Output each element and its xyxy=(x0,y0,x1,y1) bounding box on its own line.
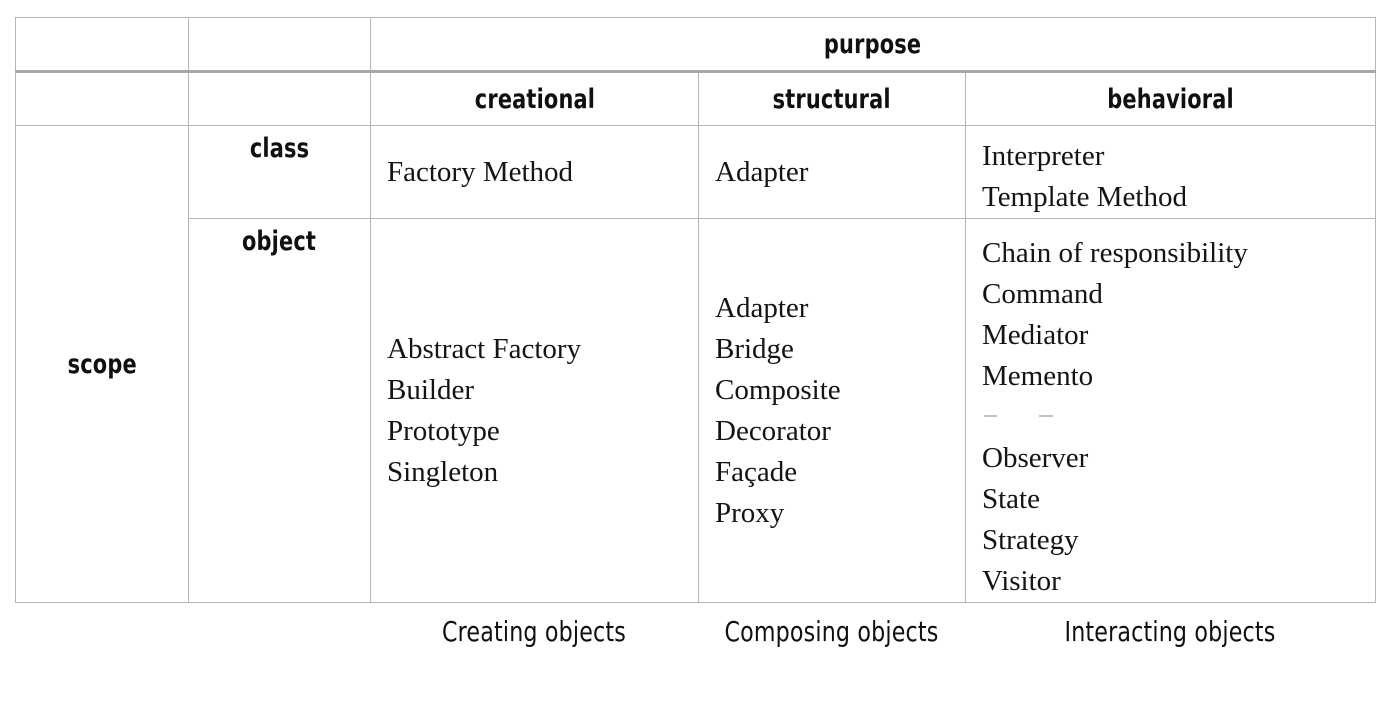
corner-cell-blank-4 xyxy=(188,71,371,126)
cell-class-behavioral: Interpreter Template Method xyxy=(965,125,1376,219)
gof-pattern-table: purpose creational structural xyxy=(15,17,1376,603)
pattern-list-class-behavioral: Interpreter Template Method xyxy=(966,136,1375,218)
pattern-list-class-creational: Factory Method xyxy=(371,152,698,193)
list-item: Decorator xyxy=(715,414,831,447)
column-header-behavioral-label: behavioral xyxy=(1107,83,1234,115)
cell-class-structural: Adapter xyxy=(698,125,966,219)
erased-line-artifact-b xyxy=(1039,415,1053,417)
row-header-object: object xyxy=(188,218,371,603)
row-header-class-label: class xyxy=(249,133,310,164)
pattern-list-object-structural: Adapter Bridge Composite Decorator Façad… xyxy=(699,288,965,534)
list-item: State xyxy=(982,483,1040,515)
list-item: Visitor xyxy=(982,565,1061,597)
column-captions-row: Creating objects Composing objects Inter… xyxy=(15,610,1375,650)
list-item: Prototype xyxy=(387,414,500,447)
list-item: Builder xyxy=(387,373,474,406)
list-item: Strategy xyxy=(982,524,1079,556)
list-item: Chain of responsibility xyxy=(982,237,1248,269)
cell-object-structural: Adapter Bridge Composite Decorator Façad… xyxy=(698,218,966,603)
pattern-list-class-structural: Adapter xyxy=(699,152,965,193)
table-row-purpose-headers: creational structural behavioral xyxy=(15,71,1376,126)
table-row-purpose-banner: purpose xyxy=(15,17,1376,73)
caption-creational: Creating objects xyxy=(370,610,698,650)
column-header-creational-label: creational xyxy=(474,83,595,115)
list-item: Memento xyxy=(982,360,1094,392)
corner-cell-blank-3 xyxy=(15,71,189,126)
list-item: Abstract Factory xyxy=(387,332,582,365)
list-item: Proxy xyxy=(715,496,785,529)
corner-cell-blank-2 xyxy=(188,17,371,73)
table-row-class: scope class Factory Method xyxy=(15,125,1376,603)
column-header-structural-label: structural xyxy=(772,83,892,115)
caption-spacer-sub xyxy=(188,610,370,650)
table-row-object: object Abstract Factory Builder Prototyp… xyxy=(16,218,1376,603)
list-item: Command xyxy=(982,278,1103,310)
list-item: Template Method xyxy=(982,181,1187,213)
list-item: Mediator xyxy=(982,319,1089,351)
caption-structural-label: Composing objects xyxy=(724,615,939,648)
list-item: Adapter xyxy=(715,291,809,324)
list-item: Bridge xyxy=(715,332,794,365)
pattern-list-object-creational: Abstract Factory Builder Prototype Singl… xyxy=(371,329,698,493)
caption-structural: Composing objects xyxy=(698,610,965,650)
list-item: Composite xyxy=(715,373,841,406)
list-item: Factory Method xyxy=(387,155,574,188)
scope-axis-label: scope xyxy=(67,348,137,380)
cell-object-behavioral: Chain of responsibility Command Mediator… xyxy=(965,218,1376,603)
purpose-axis-label: purpose xyxy=(824,28,922,60)
column-header-behavioral: behavioral xyxy=(965,71,1376,126)
pattern-list-object-behavioral: Chain of responsibility Command Mediator… xyxy=(966,233,1375,602)
erased-line-artifact-a xyxy=(984,415,997,417)
scope-axis-cell: scope xyxy=(15,125,189,603)
list-item: Façade xyxy=(715,455,798,488)
column-header-structural: structural xyxy=(698,71,966,126)
row-header-object-label: object xyxy=(242,226,317,257)
column-header-creational: creational xyxy=(370,71,699,126)
list-item: Observer xyxy=(982,442,1089,474)
row-header-class: class xyxy=(188,125,371,219)
cell-object-creational: Abstract Factory Builder Prototype Singl… xyxy=(370,218,699,603)
caption-behavioral-label: Interacting objects xyxy=(1064,615,1276,648)
list-item: Interpreter xyxy=(982,140,1105,172)
caption-spacer-scope xyxy=(15,610,188,650)
list-item: Adapter xyxy=(715,155,809,188)
list-item: Singleton xyxy=(387,455,499,488)
caption-creational-label: Creating objects xyxy=(442,615,626,648)
caption-behavioral: Interacting objects xyxy=(965,610,1375,650)
cell-class-creational: Factory Method xyxy=(370,125,699,219)
purpose-banner-cell: purpose xyxy=(370,17,1376,73)
corner-cell-blank-1 xyxy=(15,17,189,73)
